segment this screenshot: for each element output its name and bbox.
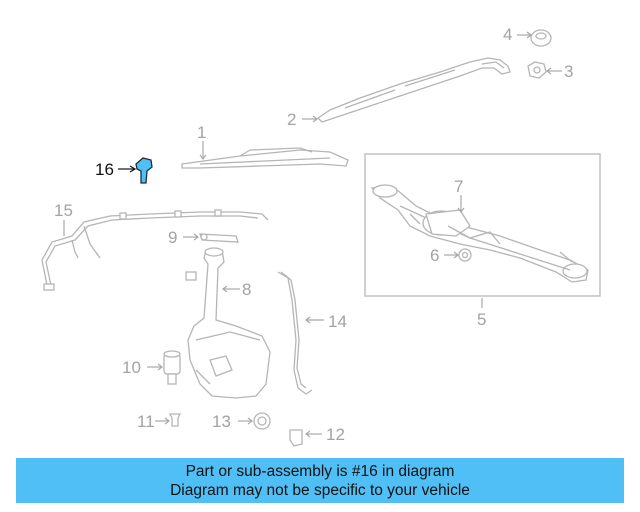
part-9-hose-clip[interactable] <box>199 233 239 243</box>
part-11-fastener[interactable] <box>168 413 182 427</box>
callout-4[interactable]: 4 <box>503 25 512 44</box>
callout-2[interactable]: 2 <box>287 110 296 129</box>
banner-line-1: Part or sub-assembly is #16 in diagram <box>185 462 455 480</box>
leader-16-arrow <box>129 165 137 173</box>
part-5-assembly-box[interactable] <box>364 153 601 297</box>
banner-line-2: Diagram may not be specific to your vehi… <box>170 481 470 499</box>
callout-1[interactable]: 1 <box>197 123 206 142</box>
leader-12-arrow <box>305 430 311 438</box>
callout-6[interactable]: 6 <box>430 246 439 265</box>
part-14-washer-tube[interactable] <box>277 271 313 395</box>
leader-14-arrow <box>305 316 311 324</box>
callout-9[interactable]: 9 <box>168 228 177 247</box>
part-5-wiper-linkage[interactable] <box>370 184 589 283</box>
part-16-washer-nozzle[interactable] <box>135 157 153 184</box>
callout-3[interactable]: 3 <box>564 62 573 81</box>
callout-16[interactable]: 16 <box>95 160 114 179</box>
callout-11[interactable]: 11 <box>137 412 155 431</box>
part-13-grommet[interactable] <box>253 412 271 430</box>
leader-9-arrow <box>193 233 199 241</box>
part-8-washer-reservoir[interactable] <box>185 247 271 399</box>
part-3-nut[interactable] <box>527 61 547 79</box>
leader-10-arrow <box>157 363 163 371</box>
part-10-washer-pump[interactable] <box>163 350 181 385</box>
callout-7[interactable]: 7 <box>454 177 463 196</box>
callout-13[interactable]: 13 <box>212 412 231 431</box>
leader-3-arrow <box>546 67 552 75</box>
part-1-wiper-blade[interactable] <box>181 147 349 169</box>
leader-2-arrow <box>312 115 318 123</box>
part-6-nut[interactable] <box>458 248 472 262</box>
leader-7-arrow <box>457 207 465 213</box>
leader-13-arrow <box>247 417 253 425</box>
part-2-wiper-arm[interactable] <box>316 57 511 123</box>
callout-8[interactable]: 8 <box>242 280 251 299</box>
info-banner: Part or sub-assembly is #16 in diagram D… <box>16 458 624 503</box>
callout-5[interactable]: 5 <box>477 310 486 329</box>
part-12-bracket[interactable] <box>289 429 303 447</box>
callout-10[interactable]: 10 <box>122 358 141 377</box>
leader-1-arrow <box>199 154 207 160</box>
leader-4-arrow <box>526 31 532 39</box>
callout-12[interactable]: 12 <box>326 425 345 444</box>
leader-8-arrow <box>222 285 228 293</box>
part-15-washer-hose[interactable] <box>41 209 269 291</box>
leader-11-arrow <box>164 417 170 425</box>
part-4-cap[interactable] <box>530 29 552 47</box>
callout-14[interactable]: 14 <box>328 312 347 331</box>
callout-15[interactable]: 15 <box>54 201 73 220</box>
leader-6-arrow <box>453 251 459 259</box>
